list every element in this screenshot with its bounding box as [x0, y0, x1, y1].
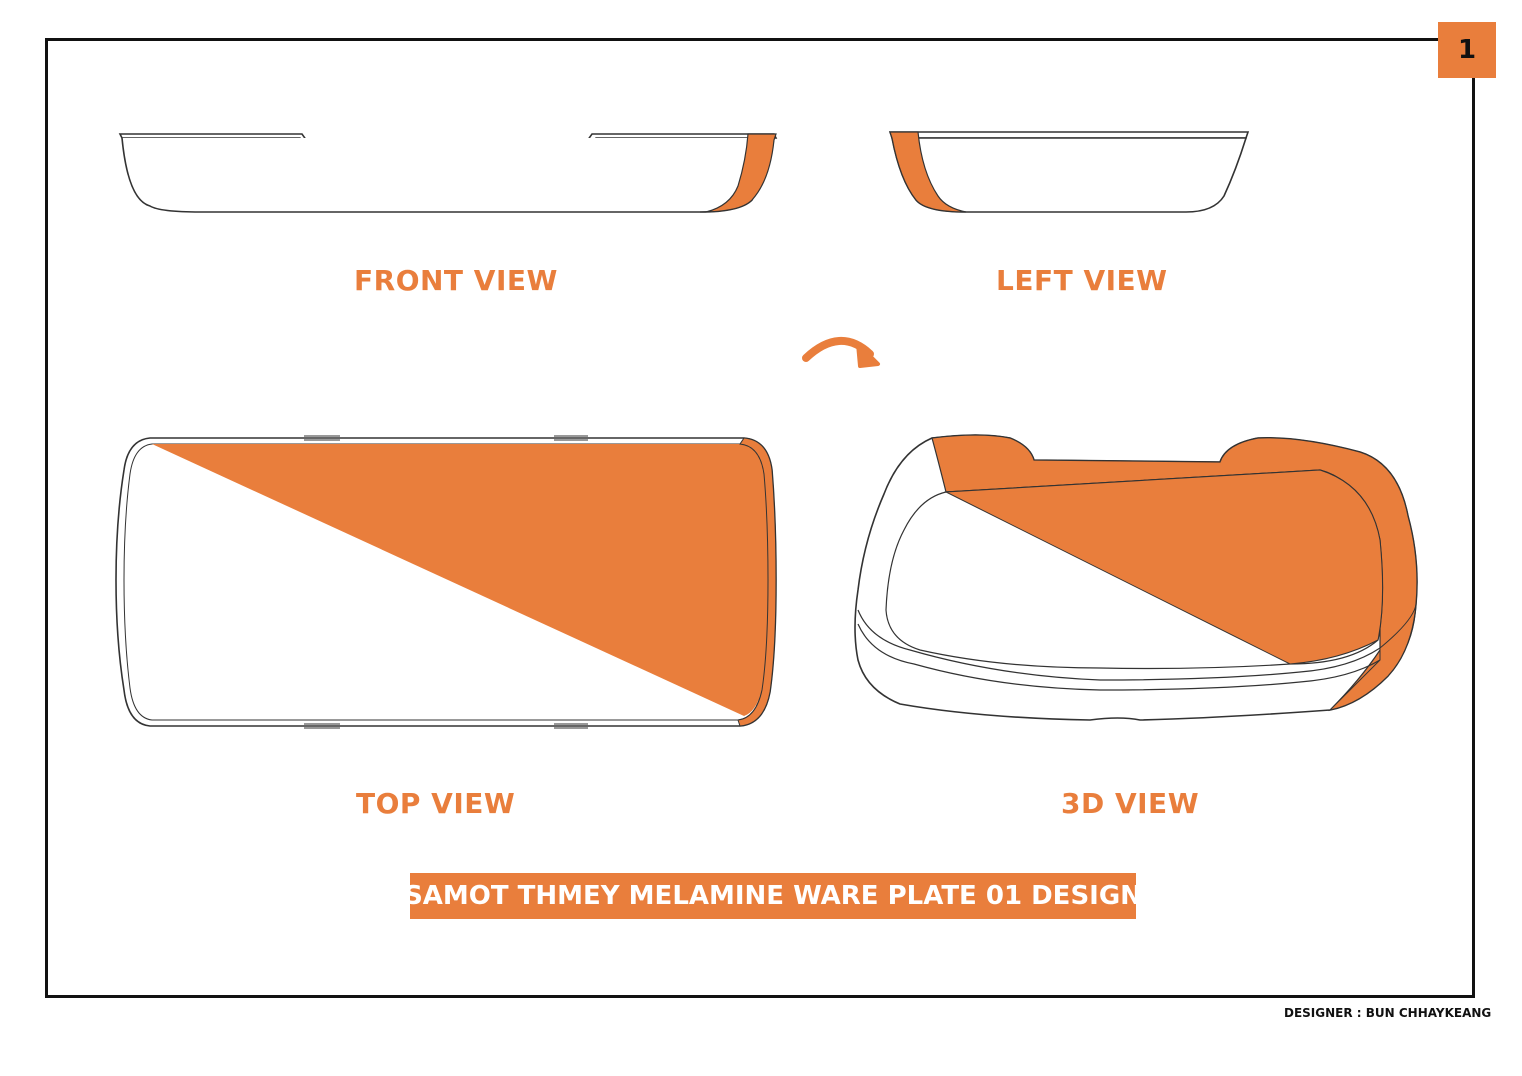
left-view-label: LEFT VIEW	[996, 264, 1168, 297]
front-view-body	[121, 137, 775, 213]
three-d-rim-line	[857, 609, 1381, 681]
front-view-orange-edge	[699, 133, 777, 213]
three-d-front-orange-edge	[1328, 603, 1417, 711]
designer-credit: DESIGNER : BUN CHHAYKEANG	[1284, 1006, 1492, 1020]
drawing-sheet-border	[45, 38, 1475, 998]
three-d-view-plate	[854, 434, 1418, 721]
top-view-handle-marks	[304, 435, 588, 729]
three-d-view-label: 3D VIEW	[1061, 787, 1200, 820]
front-view-plate	[118, 133, 778, 213]
front-view-label: FRONT VIEW	[354, 264, 558, 297]
top-view-label: TOP VIEW	[356, 787, 516, 820]
left-view-plate	[888, 131, 1250, 213]
left-view-rim	[888, 131, 1250, 139]
top-view-plate	[115, 435, 777, 729]
three-d-rim-line-2	[857, 623, 1381, 691]
left-view-body	[891, 137, 1248, 213]
page-number-badge: 1	[1438, 22, 1496, 78]
curved-arrow-icon	[802, 336, 880, 368]
title-banner: SAMOT THMEY MELAMINE WARE PLATE 01 DESIG…	[404, 873, 1142, 919]
left-view-orange-edge	[889, 131, 967, 213]
top-view-orange-rim	[737, 437, 777, 727]
three-d-orange-floor-half	[944, 469, 1384, 665]
top-view-orange-half	[152, 444, 768, 716]
